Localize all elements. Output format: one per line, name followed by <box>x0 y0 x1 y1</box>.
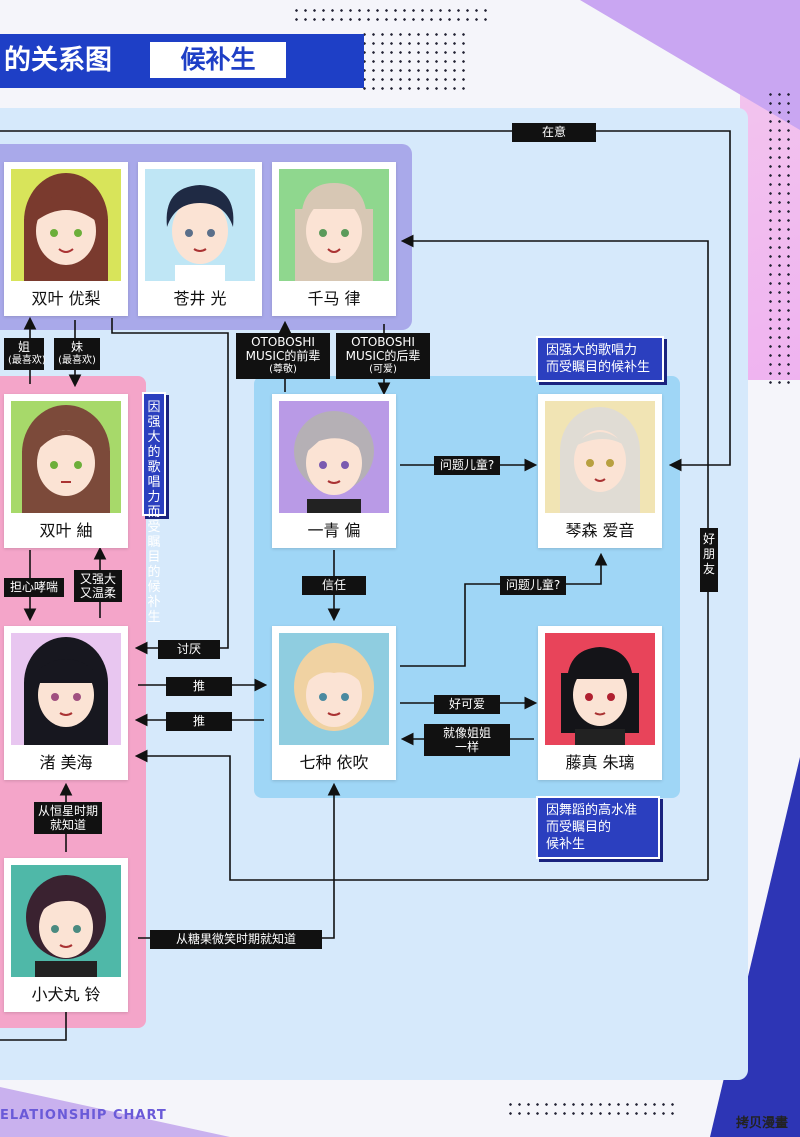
label-ane: 姐 (最喜欢) <box>4 338 46 370</box>
card-ichinose-hen[interactable]: 一青 偏 <box>272 394 396 548</box>
page-title: 的关系图 <box>4 45 112 76</box>
note-akari-line3: 候补生 <box>546 837 586 852</box>
portrait-koinumaru-rin <box>11 865 121 977</box>
label-koseisei: 从恒星时期 就知道 <box>34 802 102 834</box>
decor-dots-bottom <box>506 1100 676 1118</box>
label-imouto-line2: (最喜欢) <box>58 355 96 366</box>
label-ane-line2: (最喜欢) <box>8 355 46 366</box>
label-tsuyoi: 又强大 又温柔 <box>74 570 122 602</box>
label-senpai-line3: (尊敬) <box>269 364 297 375</box>
name-futaba-yuri: 双叶 优梨 <box>31 289 101 308</box>
label-ane-line1: 姐 <box>17 340 30 354</box>
note-tsumugi: 因强大的歌唱力而受瞩目的候补生 <box>142 392 166 625</box>
name-aoi-hikari: 苍井 光 <box>173 289 227 308</box>
portrait-ichinose-hen <box>279 401 389 513</box>
label-tomodachi: 好朋友 <box>700 528 718 592</box>
portrait-futaba-yuri <box>11 169 121 281</box>
label-kirai: 讨厌 <box>158 640 220 659</box>
card-nanakusa-ibuki[interactable]: 七种 依吹 <box>272 626 396 780</box>
card-nagisa-mimi[interactable]: 渚 美海 <box>4 626 128 780</box>
label-mondai-ibuki: 问题儿童? <box>500 576 566 595</box>
page-tag: 候补生 <box>150 42 286 78</box>
note-aine-line1: 因强大的歌唱力 <box>546 343 638 358</box>
name-futaba-tsumugi: 双叶 紬 <box>39 521 93 540</box>
note-akari-line1: 因舞蹈的高水准 <box>546 803 638 818</box>
name-nanakusa-ibuki: 七种 依吹 <box>299 753 369 772</box>
label-senpai-line1: OTOBOSHI <box>251 335 315 349</box>
footer-text: ELATIONSHIP CHART <box>0 1108 167 1123</box>
decor-dots-top2 <box>360 30 470 90</box>
portrait-futaba-tsumugi <box>11 401 121 513</box>
name-fujima-akari: 藤真 朱璃 <box>565 753 635 772</box>
label-kouhai-line2: MUSIC的后辈 <box>345 349 421 363</box>
label-koseisei-line2: 就知道 <box>49 818 86 832</box>
label-aneki-line2: 一样 <box>454 740 479 754</box>
label-zaiyi: 在意 <box>512 123 596 142</box>
label-kouhai: OTOBOSHI MUSIC的后辈 (可爱) <box>336 333 430 379</box>
portrait-nagisa-mimi <box>11 633 121 745</box>
note-aine-line2: 而受瞩目的候补生 <box>546 360 651 375</box>
portrait-chima-ritsu <box>279 169 389 281</box>
card-koinumaru-rin[interactable]: 小犬丸 铃 <box>4 858 128 1012</box>
label-oshi-2: 推 <box>166 712 232 731</box>
label-senpai: OTOBOSHI MUSIC的前辈 (尊敬) <box>236 333 330 379</box>
name-chima-ritsu: 千马 律 <box>307 289 361 308</box>
decor-purple-bottom <box>0 1087 230 1137</box>
label-aneki: 就像姐姐 一样 <box>424 724 510 756</box>
note-aine: 因强大的歌唱力 而受瞩目的候补生 <box>536 336 664 382</box>
label-shinrai: 信任 <box>302 576 366 595</box>
label-imouto: 妹 (最喜欢) <box>54 338 100 370</box>
label-senpai-line2: MUSIC的前辈 <box>245 349 321 363</box>
card-chima-ritsu[interactable]: 千马 律 <box>272 162 396 316</box>
card-futaba-tsumugi[interactable]: 双叶 紬 <box>4 394 128 548</box>
decor-dots-right <box>766 90 796 390</box>
label-koseisei-line1: 从恒星时期 <box>38 804 99 818</box>
decor-dots-top <box>292 6 492 24</box>
name-kotomori-aine: 琴森 爱音 <box>565 521 635 540</box>
portrait-aoi-hikari <box>145 169 255 281</box>
card-kotomori-aine[interactable]: 琴森 爱音 <box>538 394 662 548</box>
card-futaba-yuri[interactable]: 双叶 优梨 <box>4 162 128 316</box>
label-mondai-hen: 问题儿童? <box>434 456 500 475</box>
name-nagisa-mimi: 渚 美海 <box>39 753 93 772</box>
card-fujima-akari[interactable]: 藤真 朱璃 <box>538 626 662 780</box>
label-aneki-line1: 就像姐姐 <box>442 726 491 740</box>
portrait-nanakusa-ibuki <box>279 633 389 745</box>
note-akari: 因舞蹈的高水准 而受瞩目的 候补生 <box>536 796 660 859</box>
label-imouto-line1: 妹 <box>70 340 83 354</box>
name-ichinose-hen: 一青 偏 <box>307 521 361 540</box>
label-kouhai-line3: (可爱) <box>369 364 397 375</box>
note-akari-line2: 而受瞩目的 <box>546 820 612 835</box>
card-aoi-hikari[interactable]: 苍井 光 <box>138 162 262 316</box>
label-tsuyoi-line2: 又温柔 <box>79 586 116 600</box>
label-tsuyoi-line1: 又强大 <box>79 572 116 586</box>
portrait-kotomori-aine <box>545 401 655 513</box>
label-kawaii: 好可爱 <box>434 695 500 714</box>
watermark: 拷贝漫畫 <box>735 1116 788 1131</box>
name-koinumaru-rin: 小犬丸 铃 <box>31 985 101 1004</box>
label-kouhai-line1: OTOBOSHI <box>351 335 415 349</box>
label-oshi-1: 推 <box>166 677 232 696</box>
portrait-fujima-akari <box>545 633 655 745</box>
label-candy: 从糖果微笑时期就知道 <box>150 930 322 949</box>
label-tanomoshii: 担心哮喘 <box>4 578 64 597</box>
